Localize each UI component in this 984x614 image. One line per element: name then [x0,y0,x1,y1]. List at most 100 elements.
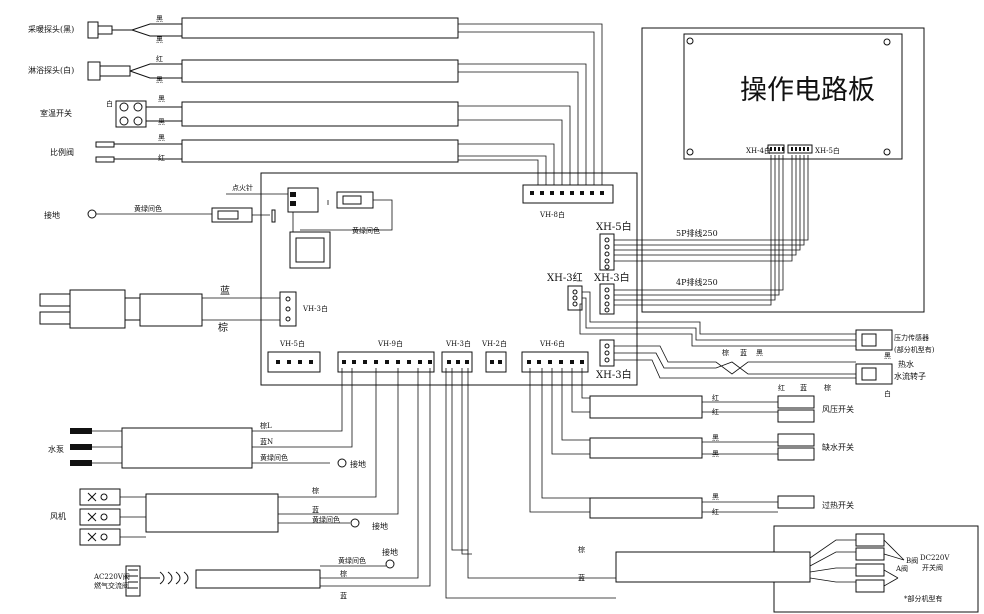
pressure-sensor-wiring: 棕 蓝 黑 压力传感器 (部分机型有) [579,291,935,357]
vh2-label: VH-2白 [481,339,507,348]
vh6-label: VH-6白 [539,339,565,348]
board-conn-right-label: XH-5白 [815,146,840,155]
connector-vh6: VH-6白 [521,339,589,373]
wire-color-label: 棕 [824,383,831,392]
water-pump: 水泵 棕L 蓝N 黄绿间色 接地 [48,368,366,469]
water-cut-switch-label: 缺水开关 [822,442,854,452]
dc-valve-section: A阀 B阀 DC220V 开关阀 *部分机型有 棕 蓝 [578,525,979,613]
room-temp-switch-label: 室温开关 [40,108,72,118]
fan: 风机 棕 蓝 黄绿间色 接地 [50,368,399,546]
wire-color-label: 蓝 [312,505,319,514]
valve-b-label: B阀 [906,556,918,565]
board-pcb [683,33,903,160]
valve-a-label: A阀 [895,564,908,573]
bath-probe-label: 淋浴探头(白) [28,65,74,75]
ground-pump-label: 接地 [350,459,366,469]
gas-valve-label-2: 燃气交流阀 [94,581,129,590]
vh3b-label: VH-3白 [445,339,471,348]
pressure-sensor-label: 压力传感器 [894,333,929,342]
wire-color-label: 棕 [218,321,228,334]
mount-hole [883,148,891,156]
connector-xh3-white-b: XH-3白 [596,339,632,381]
sensor-proportional-valve: 比例阀 黑 红 [50,134,459,163]
vh5-label: VH-5白 [279,339,305,348]
xh3-white-a-label: XH-3白 [594,271,630,284]
mount-hole [686,148,694,156]
wire-color-label: 黑 [156,36,163,44]
wire-color-label: 黑 [158,118,165,126]
gas-valve: 黄绿间色 棕 蓝 接地 AC220V阀 燃气交流阀 [93,368,431,600]
wire-color-label: 棕 [340,569,347,578]
white-label: 白 [106,99,113,108]
sensor-bath-probe: 淋浴探头(白) 红 黑 [28,54,459,84]
wire-color-label: 蓝 [578,573,585,582]
wire-color-label: 黑 [884,352,891,360]
fan-label: 风机 [50,511,66,521]
proportional-valve-label: 比例阀 [50,147,74,157]
connector-xh3-red: XH-3红 [547,271,583,311]
vh8-label: VH-8白 [539,210,565,219]
ground-fan-label: 接地 [372,521,388,531]
mount-hole [883,38,891,46]
air-pressure-switch-label: 风压开关 [822,404,854,414]
wire-color-label: 黄绿间色 [352,226,380,235]
dc-valve-label: DC220V [920,554,950,562]
sensor-room-temp-switch: 室温开关 白 黑 黑 [40,95,459,128]
xh3-white-b-label: XH-3白 [596,368,632,381]
ribbon5-label: 5P排线250 [676,228,718,238]
wire-color-label: 红 [158,153,165,162]
water-cut-switch: 黑 黑 缺水开关 [589,433,854,461]
flow-rotor-label: 水流转子 [894,371,926,381]
ignition-pin-label: 点火针 [232,183,253,192]
wire-color-label: 蓝N [260,437,273,446]
dc-valve-label-2: 开关阀 [922,563,943,572]
xh5-label: XH-5白 [596,220,632,233]
wire-color-label: 黑 [158,134,165,142]
wire-color-label: 棕 [722,348,729,357]
board-title: 操作电路板 [740,75,875,106]
wire-color-label: 黑 [158,95,165,103]
connector-vh5: VH-5白 [267,339,321,373]
wire-color-label: 黄绿间色 [260,453,288,462]
wire-color-label: 黑 [712,493,719,501]
wire-color-label: 棕L [260,421,272,430]
connector-xh3-white-a: XH-3白 [594,271,630,315]
power-plug: 蓝 棕 VH-3白 [39,285,328,334]
wire-color-label: 蓝 [740,348,747,357]
hot-water-label: 热水 [898,359,914,369]
ground-left-label: 接地 [44,210,60,220]
wire-color-label: 黑 [156,15,163,23]
cable-sleeve [181,17,459,39]
wire-color-label: 黄绿间色 [338,556,366,565]
wire-color-label: 蓝 [340,591,347,600]
partial-models-label: *部分机型有 [904,594,943,603]
wire-color-label: 蓝 [220,285,230,297]
wire-color-label: 红 [712,507,719,516]
wire-color-label: 黑 [712,434,719,442]
connector-vh9: VH-9白 [337,339,435,373]
gas-valve-label-1: AC220V阀 [93,572,130,581]
wire-color-label: 黄绿间色 [134,204,162,213]
wire-color-label: 蓝 [800,383,807,392]
heating-probe-label: 采暖探头(黑) [28,24,74,34]
xh3-red-label: XH-3红 [547,271,583,284]
connector-vh2: VH-2白 [481,339,507,373]
water-pump-label: 水泵 [48,444,64,454]
wire-color-label: 黑 [712,450,719,458]
wires-to-vh8 [458,23,603,190]
cable-sleeve [181,59,459,83]
wire-color-label: 黄绿间色 [312,515,340,524]
mount-hole [686,37,694,45]
switch-wiring [445,368,616,599]
wire-color-label: 红 [156,54,163,63]
overheat-switch-label: 过热开关 [822,500,854,510]
sensor-heating-probe: 采暖探头(黑) 黑 黑 [28,15,459,44]
controller-board [260,172,638,386]
wire-color-label: 黑 [156,76,163,84]
vh9-label: VH-9白 [377,339,403,348]
wire-color-label: 棕 [312,486,319,495]
board-conn-left-label: XH-4白 [746,146,771,155]
ribbon-cables: 5P排线250 4P排线250 [614,155,809,306]
wire-color-label: 红 [712,407,719,416]
